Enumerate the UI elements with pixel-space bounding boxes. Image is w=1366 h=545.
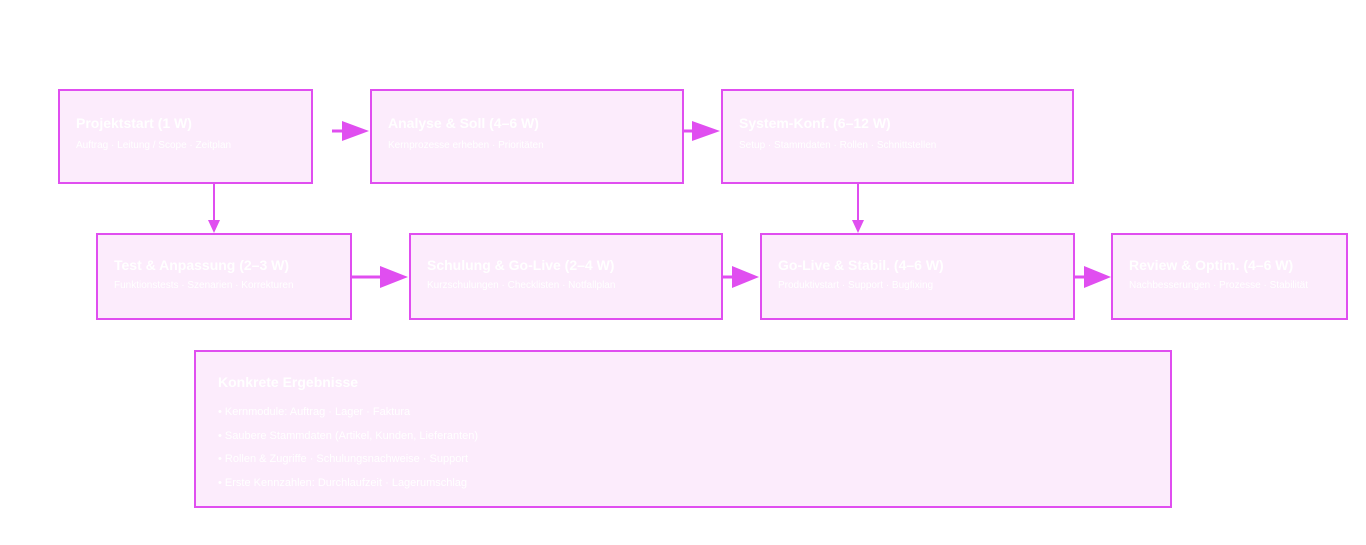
outcome-item: • Rollen & Zugriffe · Schulungsnachweise… xyxy=(218,453,469,465)
arrow-analyse-to-konfig xyxy=(684,121,720,141)
arrow-konfig-to-golive xyxy=(852,184,864,233)
outcome-item: • Saubere Stammdaten (Artikel, Kunden, L… xyxy=(218,430,479,442)
phase-box-golive-stabilisierung: Go-Live & Stabil. (4–6 W) Produktivstart… xyxy=(760,233,1075,320)
phase-subtitle: Setup · Stammdaten · Rollen · Schnittste… xyxy=(739,140,937,151)
outcomes-box: Konkrete Ergebnisse • Kernmodule: Auftra… xyxy=(194,350,1172,508)
phase-box-schulung-golive: Schulung & Go-Live (2–4 W) Kurzschulunge… xyxy=(409,233,723,320)
arrow-start-to-analyse xyxy=(332,121,369,141)
phase-box-review-optimierung: Review & Optim. (4–6 W) Nachbesserungen … xyxy=(1111,233,1348,320)
arrow-test-to-schulung xyxy=(352,266,408,288)
outcome-item: • Kernmodule: Auftrag · Lager · Faktura xyxy=(218,406,411,418)
outcome-item: • Erste Kennzahlen: Durchlaufzeit · Lage… xyxy=(218,477,468,489)
arrow-golive-to-review xyxy=(1075,266,1111,288)
phase-subtitle: Produktivstart · Support · Bugfixing xyxy=(778,280,934,291)
phase-title: Projektstart (1 W) xyxy=(76,115,192,131)
phase-box-projektstart: Projektstart (1 W) Auftrag · Leitung / S… xyxy=(58,89,313,184)
phase-title: Analyse & Soll (4–6 W) xyxy=(388,115,539,131)
arrow-schulung-to-golive xyxy=(723,266,759,288)
arrow-start-to-test xyxy=(208,184,220,233)
phase-title: Test & Anpassung (2–3 W) xyxy=(114,257,290,273)
outcomes-heading: Konkrete Ergebnisse xyxy=(218,374,359,390)
phase-subtitle: Kurzschulungen · Checklisten · Notfallpl… xyxy=(427,280,616,291)
phase-subtitle: Nachbesserungen · Prozesse · Stabilität xyxy=(1129,280,1308,291)
phase-subtitle: Kernprozesse erheben · Prioritäten xyxy=(388,140,544,151)
phase-subtitle: Funktionstests · Szenarien · Korrekturen xyxy=(114,280,294,291)
phase-title: Review & Optim. (4–6 W) xyxy=(1129,257,1294,273)
phase-box-system-konfiguration: System-Konf. (6–12 W) Setup · Stammdaten… xyxy=(721,89,1074,184)
phase-title: System-Konf. (6–12 W) xyxy=(739,115,891,131)
phase-title: Go-Live & Stabil. (4–6 W) xyxy=(778,257,944,273)
phase-subtitle: Auftrag · Leitung / Scope · Zeitplan xyxy=(76,140,232,151)
phase-box-analyse: Analyse & Soll (4–6 W) Kernprozesse erhe… xyxy=(370,89,684,184)
phase-title: Schulung & Go-Live (2–4 W) xyxy=(427,257,615,273)
phase-box-test-anpassung: Test & Anpassung (2–3 W) Funktionstests … xyxy=(96,233,352,320)
